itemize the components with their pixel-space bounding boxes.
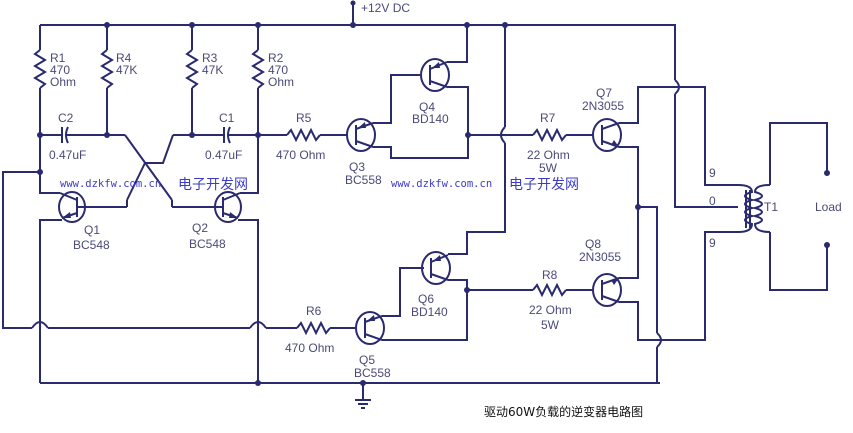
q2-name: Q2 (192, 221, 208, 235)
watermark-name-right: 电子开发网 (509, 177, 579, 193)
resistor-r2 (251, 25, 265, 135)
r2-name: R2 (268, 51, 284, 65)
r5-name: R5 (296, 111, 312, 125)
resistor-r5 (258, 127, 347, 143)
transistor-q2 (172, 135, 259, 383)
q4-name: Q4 (419, 100, 435, 114)
capacitor-c2 (40, 126, 125, 144)
transistor-q3 (346, 74, 469, 159)
cross-coupling (124, 134, 174, 201)
q8-part: 2N3055 (579, 250, 621, 264)
q1-name: Q1 (84, 223, 100, 237)
q8-name: Q8 (585, 237, 601, 251)
resistor-r8 (467, 282, 593, 298)
r6-name: R6 (306, 304, 322, 318)
q1-part: BC548 (73, 238, 110, 252)
r1-value: 470 (50, 63, 70, 77)
transistor-q8 (592, 207, 656, 341)
watermark-url-right: www.dzkfw.com.cn (391, 178, 492, 190)
r5-value: 470 Ohm (276, 148, 325, 162)
transistor-q7 (592, 86, 738, 207)
r4-name: R4 (116, 51, 132, 65)
centre-tap-wire (668, 24, 738, 208)
r1-unit: Ohm (50, 75, 76, 89)
q2-part: BC548 (189, 237, 226, 251)
supply-label: +12V DC (361, 1, 410, 15)
c1-name: C1 (219, 111, 235, 125)
supply-rail (40, 0, 668, 28)
r2-value: 470 (268, 63, 288, 77)
feedback-wire (2, 171, 295, 329)
q4-part: BD140 (412, 112, 449, 126)
q5-part: BC558 (354, 366, 391, 380)
q5-name: Q5 (359, 353, 375, 367)
t1-tap-bottom: 9 (709, 236, 716, 250)
transistor-q6 (421, 251, 468, 290)
ground-rail (40, 380, 660, 386)
c1-value: 0.47uF (205, 148, 242, 162)
r1-name: R1 (50, 51, 66, 65)
r8-name: R8 (542, 268, 558, 282)
q6-part: BD140 (411, 305, 448, 319)
watermark-name-left: 电子开发网 (178, 177, 248, 193)
emitter-return-wire (638, 206, 738, 384)
r7-power: 5W (539, 161, 558, 175)
ground-icon (355, 383, 371, 409)
q3-name: Q3 (349, 160, 365, 174)
resistor-r6 (295, 320, 355, 336)
watermark-left: www.dzkfw.com.cn 电子开发网 (60, 177, 248, 193)
t1-name: T1 (764, 200, 778, 214)
load-label: Load (815, 200, 842, 214)
q7-name: Q7 (596, 86, 612, 100)
r3-value: 47K (202, 63, 223, 77)
resistor-r7 (468, 127, 593, 143)
transistor-q1 (39, 135, 127, 383)
q6-name: Q6 (418, 292, 434, 306)
t1-tap-center: 0 (709, 194, 716, 208)
transistor-q4 (420, 25, 469, 135)
resistor-r1 (33, 25, 47, 135)
q3-part: BC558 (345, 173, 382, 187)
r3-name: R3 (202, 51, 218, 65)
crossing-wire-1 (448, 25, 506, 255)
watermark-url-left: www.dzkfw.com.cn (60, 178, 161, 190)
resistor-r4 (100, 25, 114, 135)
r2-unit: Ohm (268, 75, 294, 89)
resistor-r3 (185, 25, 199, 135)
r4-value: 47K (116, 63, 137, 77)
q7-part: 2N3055 (582, 99, 624, 113)
diagram-caption: 驱动60W负载的逆变器电路图 (484, 404, 643, 419)
watermark-right: www.dzkfw.com.cn 电子开发网 (391, 177, 579, 193)
transistor-q5 (355, 267, 468, 345)
c2-name: C2 (58, 111, 74, 125)
r8-power: 5W (541, 318, 560, 332)
r7-name: R7 (540, 111, 556, 125)
capacitor-c1 (173, 126, 258, 144)
r8-value: 22 Ohm (529, 303, 572, 317)
transformer-t1 (737, 122, 828, 291)
c2-value: 0.47uF (49, 148, 86, 162)
r6-value: 470 Ohm (285, 341, 334, 355)
r7-value: 22 Ohm (527, 148, 570, 162)
t1-tap-top: 9 (709, 166, 716, 180)
